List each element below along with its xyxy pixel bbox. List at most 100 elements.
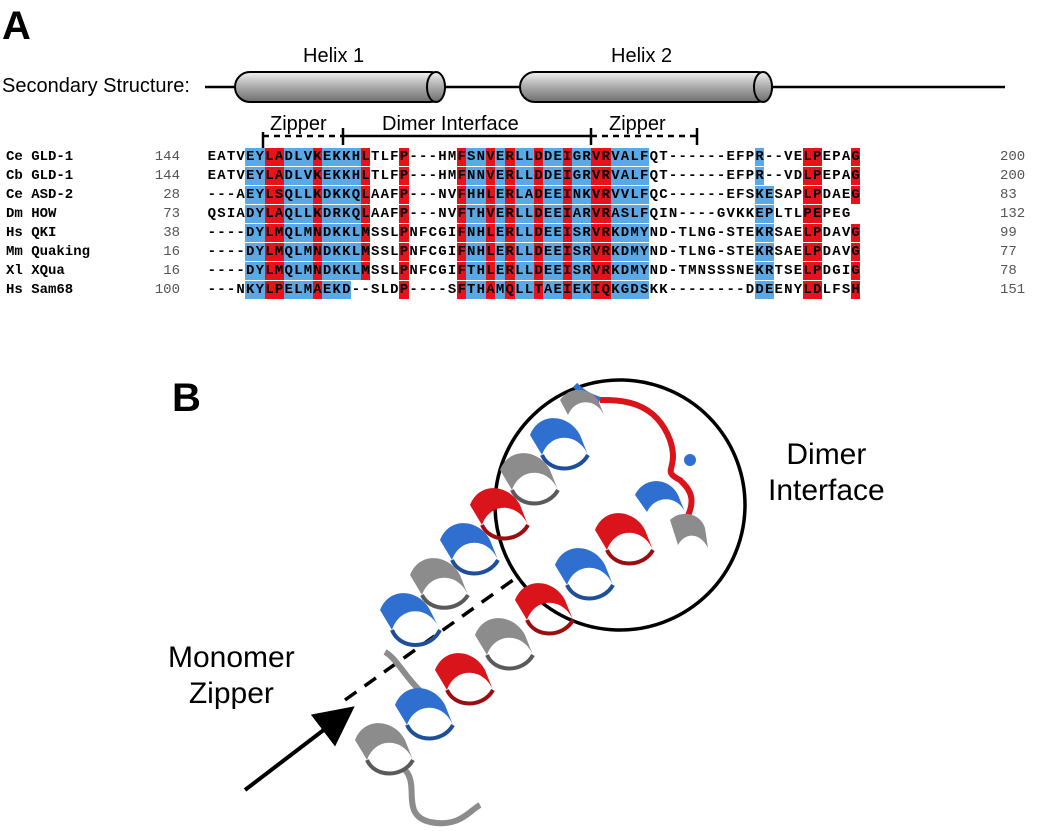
residue: - [678,282,687,298]
residue: - [726,282,735,298]
zipper-1-bracket [261,132,343,148]
residue: S [726,225,735,241]
residue: V [591,186,601,204]
residue: G [438,225,447,241]
residue: K [312,148,323,166]
residue: V [784,149,793,165]
residue: L [360,148,371,166]
residue: L [629,167,640,185]
residue: D [533,243,544,261]
residue: I [841,263,851,279]
residue: E [552,281,563,299]
dimer-interface-annotation: Dimer Interface [768,437,885,509]
sequence: ----DYLMQLMNDKKLMSSLPNFCGIFNHLERLLDEEISR… [207,224,861,242]
residue: C [428,263,438,279]
residue: - [716,282,726,298]
residue: N [466,167,477,185]
residue: T [466,281,477,299]
residue: E [754,205,765,223]
residue: E [726,187,735,203]
residue: T [466,205,477,223]
residue: D [822,244,831,260]
residue: H [476,205,486,223]
residue: F [736,149,745,165]
residue: E [793,244,803,260]
residue: D [283,148,294,166]
residue: E [322,148,332,166]
residue: A [380,206,389,222]
residue: E [543,243,553,261]
residue: - [428,168,438,184]
residue: L [293,224,304,242]
residue: N [697,244,707,260]
residue: R [600,186,611,204]
residue: Q [351,205,361,223]
residue: E [495,262,505,280]
residue: V [591,243,601,261]
helix-2-label: Helix 2 [611,45,673,67]
sequence: ----DYLMQLMNDKKLMSSLPNFCGIFTHLERLLDEEISR… [207,262,861,280]
residue: S [784,263,793,279]
residue: - [697,168,707,184]
residue: H [476,186,486,204]
residue: D [322,243,332,261]
residue: L [802,262,813,280]
residue: V [236,168,245,184]
end-position: 200 [1000,168,1026,184]
residue: - [236,225,245,241]
interface-loop-red [599,397,695,532]
residue: F [736,168,745,184]
residue: K [341,205,352,223]
species-name: Cb GLD-1 [6,168,74,184]
residue: P [399,224,409,242]
residue: E [774,282,783,298]
residue: S [726,244,735,260]
residue: A [543,281,553,299]
residue: L [293,148,304,166]
residue: V [591,205,601,223]
residue: E [543,262,553,280]
residue: - [678,206,687,222]
residue: K [610,243,621,261]
residue: D [659,225,668,241]
residue: S [370,282,380,298]
helix-2-ribbon [355,481,708,776]
residue: - [428,282,438,298]
residue: S [707,263,716,279]
residue: R [600,167,611,185]
residue: - [217,225,226,241]
residue: H [466,186,477,204]
residue: S [572,224,582,242]
residue: E [822,168,831,184]
residue: K [754,262,765,280]
residue: N [697,263,707,279]
residue: Q [283,243,294,261]
residue: - [217,282,226,298]
residue: K [745,206,755,222]
residue: E [552,262,563,280]
helix-1-label: Helix 1 [303,45,365,67]
residue: - [774,168,783,184]
residue: Q [207,206,216,222]
residue: N [312,224,323,242]
residue: L [802,243,813,261]
residue: E [552,148,563,166]
end-position: 77 [1000,244,1017,260]
residue: - [668,168,678,184]
residue: S [370,225,380,241]
residue: - [697,282,707,298]
residue: - [697,206,707,222]
residue: V [485,148,496,166]
residue: P [812,243,822,261]
residue: H [476,281,486,299]
residue: L [390,263,399,279]
residue: L [264,148,275,166]
residue: F [419,225,428,241]
residue: - [207,187,216,203]
residue: Q [283,186,294,204]
zipper-2-bracket [591,128,699,145]
residue: S [620,205,630,223]
residue: P [793,187,803,203]
residue: F [456,205,467,223]
